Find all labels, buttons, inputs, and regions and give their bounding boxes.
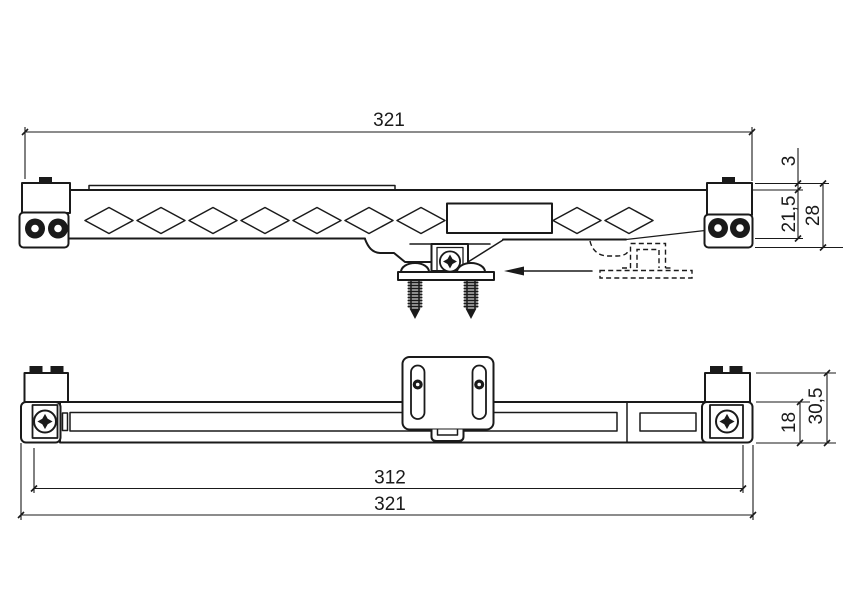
end-cap-right-top-view [703,177,754,249]
bottom-view: 18 30,5 312 321 [17,356,836,520]
mounting-plate [397,271,495,281]
top-view: 321 [18,110,843,320]
dim-label-321-top: 321 [373,110,405,131]
cap-pin [722,177,735,184]
clip-dashed-outline [589,240,693,279]
vent-profile [67,184,708,241]
end-cap-left-bottom-view [20,366,69,444]
dim-overall-width-top: 321 [21,110,756,181]
end-cap-left-top-view [18,177,71,249]
screw-head-dome-left [400,262,430,273]
direction-arrow-icon [504,266,593,276]
cap-pin [729,366,743,373]
dim-heights-top-view: 3 21,5 28 [753,148,843,252]
dim-overall-width-bottom: 321 [17,443,757,520]
cap-pin [50,366,64,373]
dim-label-3: 3 [779,156,800,167]
ventilation-diamonds [84,206,654,235]
end-cap-right-bottom-view [701,366,754,444]
screw-head-dome-right [456,262,486,273]
phillips-screw-icon [33,409,57,434]
dim-label-312: 312 [374,468,406,489]
screw-icon [463,279,479,320]
phillips-screw-icon [715,409,739,434]
dim-heights-bottom-view: 18 30,5 [756,369,836,447]
cap-pin [39,177,52,184]
dim-inner-width-bottom: 312 [30,445,747,493]
mounting-clip [401,356,495,442]
dim-label-18: 18 [779,412,800,433]
mounting-assembly [364,238,504,320]
dim-label-30-5: 30,5 [806,388,827,425]
dim-label-321-bottom: 321 [374,494,406,515]
cap-pin [710,366,723,373]
dim-label-21-5: 21,5 [779,196,800,233]
cap-pin [29,366,43,373]
vent-profile-bottom [59,401,743,444]
dim-label-28: 28 [803,205,824,226]
screw-icon [407,279,423,320]
label-plate [446,202,553,234]
